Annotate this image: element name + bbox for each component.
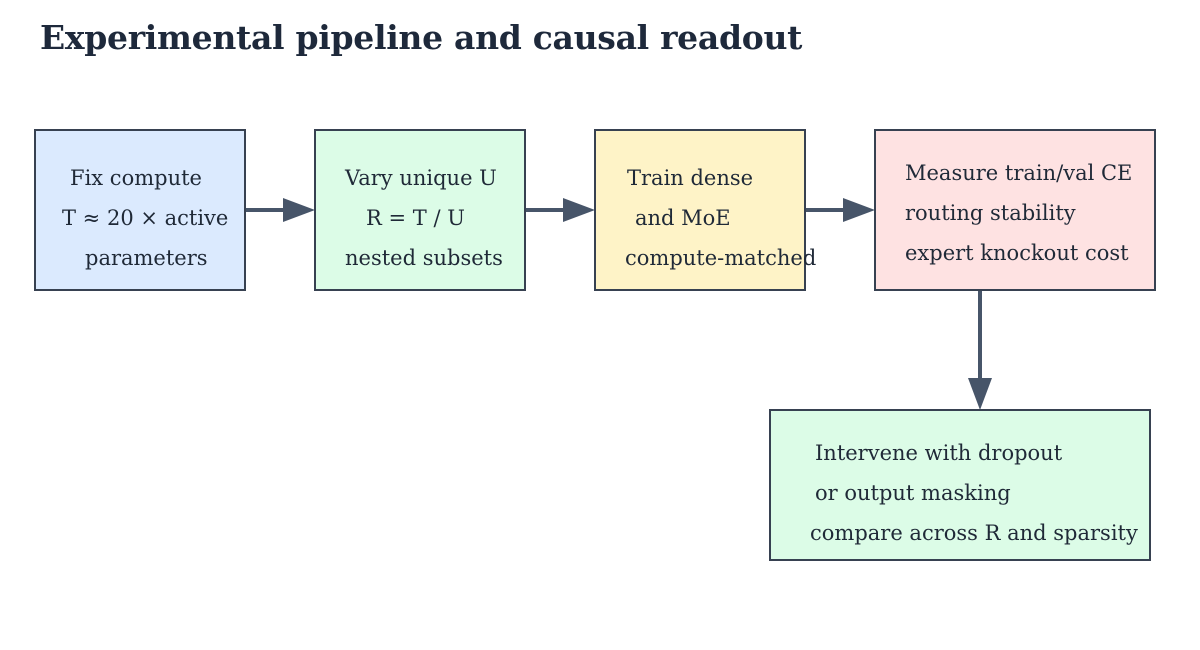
node-text-line: expert knockout cost (905, 241, 1129, 265)
edge-measure-to-intervene (968, 291, 992, 410)
node-text-line: and MoE (635, 206, 731, 230)
node-text-line: R = T / U (366, 206, 465, 230)
node-text-line: or output masking (815, 481, 1011, 505)
node-text-line: compare across R and sparsity (810, 521, 1138, 545)
diagram-title: Experimental pipeline and causal readout (40, 18, 803, 57)
node-text-line: routing stability (905, 201, 1076, 225)
edge-vary-to-train (526, 198, 595, 222)
node-fix-compute: Fix compute T ≈ 20 × active parameters (34, 129, 246, 291)
node-text-line: Vary unique U (345, 166, 497, 190)
node-intervene: Intervene with dropout or output masking… (769, 409, 1151, 561)
node-text-line: Fix compute (70, 166, 202, 190)
node-train-models: Train dense and MoE compute-matched (594, 129, 816, 291)
node-text-line: T ≈ 20 × active (62, 206, 229, 230)
node-text-line: Train dense (627, 166, 754, 190)
node-measure: Measure train/val CE routing stability e… (874, 129, 1156, 291)
node-vary-unique: Vary unique U R = T / U nested subsets (314, 129, 526, 291)
node-text-line: Intervene with dropout (815, 441, 1063, 465)
node-text-line: Measure train/val CE (905, 161, 1133, 185)
edge-train-to-measure (806, 198, 875, 222)
edge-fix-to-vary (246, 198, 315, 222)
node-text-line: parameters (85, 246, 208, 270)
node-text-line: compute-matched (625, 246, 817, 270)
node-text-line: nested subsets (345, 246, 503, 270)
